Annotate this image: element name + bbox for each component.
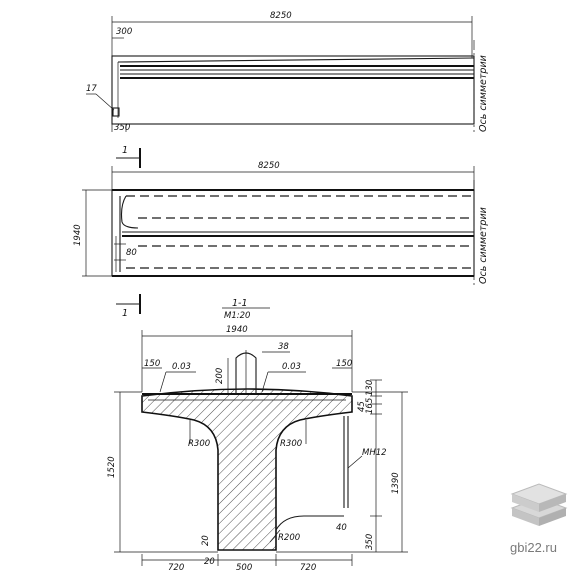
embed-plate — [343, 416, 349, 508]
site-watermark-text: gbi22.ru — [510, 540, 557, 555]
flange-right-dim: 720 — [300, 563, 316, 573]
plan-view: 1 8250 1940 80 Ось симметрии — [73, 145, 489, 319]
beam-plan-outline — [111, 189, 475, 277]
top-length-dim: 8250 — [270, 11, 292, 21]
dim-130: 130 — [365, 380, 375, 396]
axis-label-plan: Ось симметрии — [478, 207, 489, 284]
section-title: 1-1 — [232, 298, 248, 309]
edge-left-dim: 150 — [144, 359, 160, 369]
plan-length-dim: 8250 — [258, 161, 280, 171]
section-scale: М1:20 — [224, 311, 250, 321]
tee-cross-section — [141, 388, 353, 551]
total-height-dim: 1520 — [107, 456, 117, 478]
section-view: 1-1 М1:20 1940 38 200 0.03 0.03 150 150 — [107, 298, 408, 573]
right-height-dim: 1390 — [391, 472, 401, 494]
radius-bottom: R200 — [278, 533, 300, 543]
slope-left: 0.03 — [172, 362, 191, 372]
dim-350: 350 — [365, 534, 375, 550]
web-dim: 500 — [236, 563, 252, 573]
axis-label-top: Ось симметрии — [478, 55, 489, 132]
dim-20-b: 20 — [204, 557, 215, 567]
radius-left: R300 — [188, 439, 210, 449]
support-plate — [112, 107, 120, 117]
top-view: 8250 300 17 350 Ось симметрии — [86, 11, 489, 133]
top-bottom-width-dim: 350 — [114, 123, 130, 133]
plan-inner-dim: 80 — [126, 248, 137, 258]
dim-45: 45 — [357, 401, 367, 412]
plan-height-dim: 1940 — [73, 224, 83, 246]
dim-40: 40 — [336, 523, 347, 533]
flange-left-dim: 720 — [168, 563, 184, 573]
post-height-dim: 200 — [215, 368, 225, 384]
callout-17: 17 — [86, 84, 97, 94]
section-mark-top: 1 — [122, 145, 128, 156]
site-logo-icon — [510, 483, 568, 526]
dim-20-a: 20 — [201, 535, 211, 546]
slope-right: 0.03 — [282, 362, 301, 372]
radius-right: R300 — [280, 439, 302, 449]
edge-right-dim: 150 — [336, 359, 352, 369]
section-width-dim: 1940 — [226, 325, 248, 335]
dim-165: 165 — [365, 398, 375, 414]
top-end-width-dim: 300 — [116, 27, 132, 37]
section-mark-bottom: 1 — [122, 308, 128, 319]
embed-label: МН12 — [362, 448, 387, 458]
post-width-dim: 38 — [278, 342, 289, 352]
